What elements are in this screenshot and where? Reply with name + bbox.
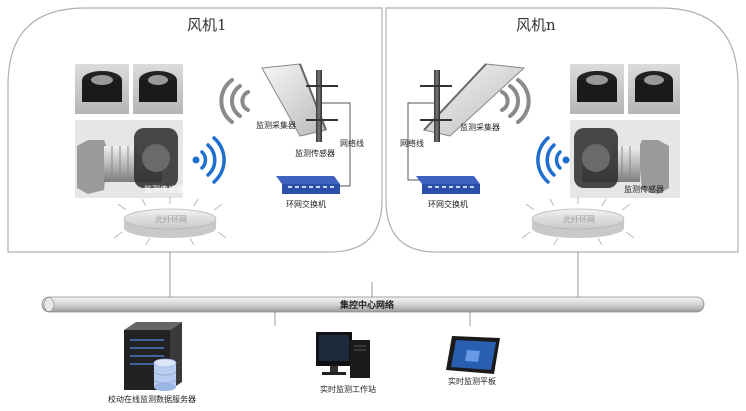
- turbine-n-panel: 风机n 监测采集器 网络线 环网交换机: [385, 7, 739, 253]
- signal-icon-n: [500, 78, 531, 124]
- turbine-n-title: 风机n: [516, 16, 556, 34]
- signal-icon: [219, 78, 250, 124]
- ring-switch-label-n: 环网交换机: [428, 199, 468, 209]
- bus-connectors: [169, 252, 579, 326]
- collector-label-n: 监测采集器: [460, 122, 500, 132]
- network-cable-label-1: 网络线: [340, 138, 364, 148]
- turbine-1-title: 风机1: [187, 16, 227, 34]
- ring-switch-label-1: 环网交换机: [286, 199, 326, 209]
- sensor-photo-small-2: [133, 64, 183, 114]
- network-cable-line-n: [407, 102, 436, 181]
- bolt-sensor-photo-n: [570, 120, 680, 198]
- tablet-label: 实时监测平板: [448, 376, 496, 386]
- sensor-label-2: 监测传感器: [295, 148, 335, 158]
- ring-switch-1: [276, 176, 340, 194]
- workstation-label: 实时监测工作站: [320, 384, 376, 394]
- tablet-icon: [446, 336, 500, 374]
- central-network-bus: [41, 296, 705, 313]
- fiber-ring-n: [521, 197, 635, 246]
- network-cable-line: [320, 102, 351, 187]
- wifi-icon-n: [536, 136, 570, 184]
- sensor-photo-small-1: [75, 64, 129, 114]
- sensor-photo-small-n2: [628, 64, 680, 114]
- collector-device: [261, 63, 338, 142]
- ring-switch-n: [416, 176, 480, 194]
- wifi-icon: [192, 136, 226, 184]
- turbine-1-panel: 风机1 监测传感器: [7, 7, 383, 253]
- fiber-ring-label-1: 光纤环网: [155, 214, 187, 224]
- collector-label-1: 监测采集器: [256, 120, 296, 130]
- sensor-label-n: 监测传感器: [624, 184, 664, 194]
- sensor-label-1: 监测传感器: [144, 184, 184, 194]
- bus-label: 集控中心网络: [339, 299, 394, 311]
- fiber-ring-label-n: 光纤环网: [563, 214, 595, 224]
- database-icon: [153, 358, 177, 391]
- bolt-sensor-photo: [75, 120, 183, 198]
- network-cable-label-n: 网络线: [400, 138, 424, 148]
- workstation-icon: [316, 332, 370, 378]
- fiber-ring-1: [113, 197, 227, 246]
- collector-device-n: [420, 63, 526, 142]
- server-label: 校动在线监测数据服务器: [108, 394, 196, 404]
- sensor-photo-small-n1: [570, 64, 624, 114]
- server-icon: [124, 322, 182, 391]
